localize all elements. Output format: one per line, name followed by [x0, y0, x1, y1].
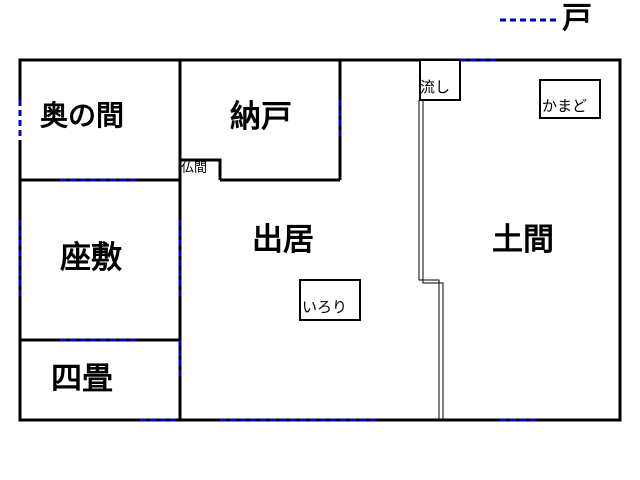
room-doma: 土間	[492, 222, 554, 258]
fixture-nagashi: 流し	[420, 78, 451, 96]
nagashi-box	[419, 59, 461, 101]
butsuma-wall	[180, 158, 222, 180]
room-yojo: 四畳	[51, 361, 113, 397]
room-dei: 出居	[252, 222, 314, 258]
room-nando: 納戸	[230, 99, 292, 135]
room-zashiki: 座敷	[60, 240, 122, 276]
fixture-irori: いろり	[302, 298, 348, 316]
irori-box	[299, 279, 361, 321]
legend-door-label: 戸	[562, 1, 592, 36]
room-oku-no-ma: 奥の間	[40, 99, 125, 132]
kamado-box	[539, 79, 601, 119]
room-butsuma: 仏間	[181, 161, 208, 176]
partition-double-line	[418, 100, 444, 420]
fixture-kamado: かまど	[542, 97, 588, 115]
doors	[18, 18, 560, 422]
